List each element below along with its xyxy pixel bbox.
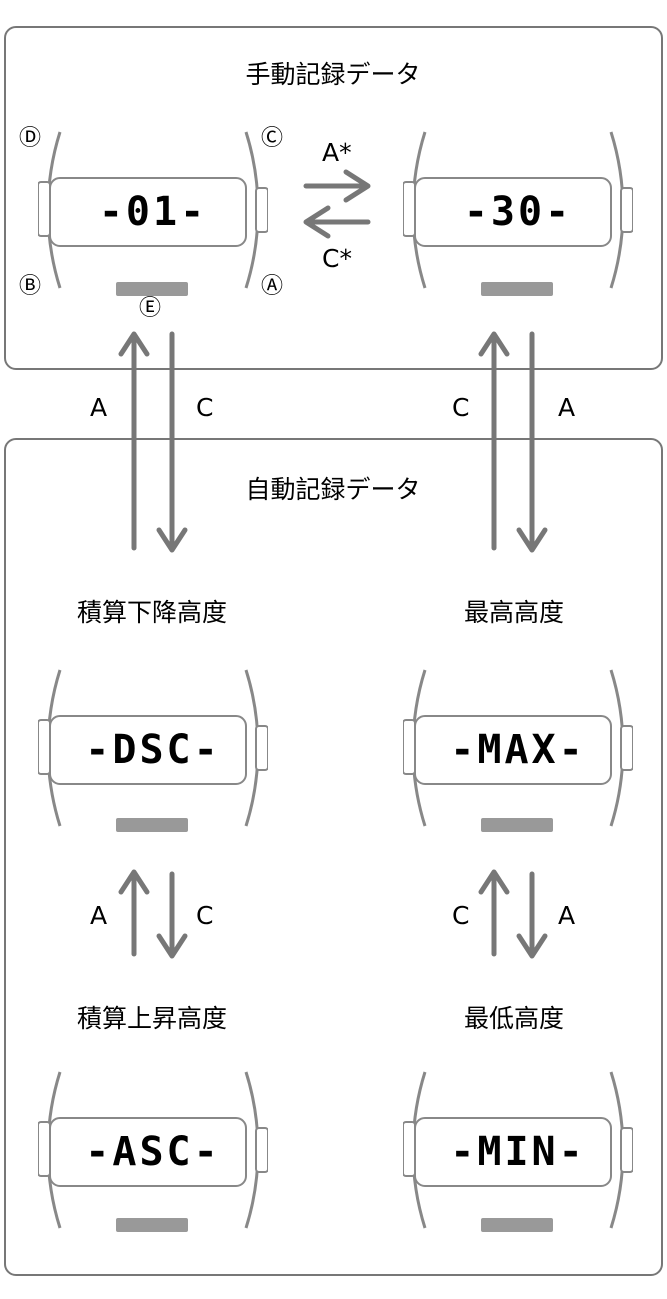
lcd-display: -MIN- (450, 1129, 586, 1175)
lcd-display: -01- (98, 189, 208, 235)
arrow-up-icon (118, 869, 150, 957)
lcd-display: -ASC- (85, 1129, 221, 1175)
button-e-label: Ⓔ (138, 296, 161, 321)
label-cumulative-descent: 積算下降高度 (76, 598, 228, 627)
lcd-display: -MAX- (450, 727, 586, 773)
watch-outline (37, 131, 269, 296)
connector-left-down-label: C (196, 393, 214, 422)
button-a-label: Ⓐ (260, 274, 283, 299)
watch-dsc: -DSC- (37, 668, 269, 838)
arrow-down-icon (156, 871, 188, 959)
right-arrow-up-label: C (452, 901, 470, 930)
watch-asc: -ASC- (37, 1070, 269, 1240)
watch-manual-right: -30- (402, 130, 634, 300)
arrow-up-icon (118, 331, 150, 551)
arrow-down-icon (516, 331, 548, 553)
label-max-altitude: 最高高度 (463, 598, 565, 627)
connector-right-down-label: A (558, 393, 576, 422)
watch-manual-left: -01- (37, 130, 269, 300)
watch-outline (402, 131, 634, 296)
lcd-display: -DSC- (85, 727, 221, 773)
watch-outline (402, 1071, 634, 1232)
right-arrow-down-label: A (558, 901, 576, 930)
watch-outline (37, 1071, 269, 1232)
watch-outline (37, 669, 269, 832)
label-min-altitude: 最低高度 (463, 1004, 565, 1033)
manual-record-title: 手動記録データ (245, 60, 421, 89)
watch-max: -MAX- (402, 668, 634, 838)
watch-min: -MIN- (402, 1070, 634, 1240)
button-c-label: Ⓒ (260, 126, 283, 151)
arrow-right-icon (303, 169, 371, 203)
arrow-up-icon (478, 331, 510, 551)
lcd-display: -30- (463, 189, 573, 235)
arrow-right-label: A* (322, 138, 352, 167)
arrow-up-icon (478, 869, 510, 957)
auto-record-title: 自動記録データ (245, 475, 421, 504)
connector-left-up-label: A (90, 393, 108, 422)
watch-outline (402, 669, 634, 832)
label-cumulative-ascent: 積算上昇高度 (76, 1004, 228, 1033)
left-arrow-up-label: A (90, 901, 108, 930)
button-d-label: Ⓓ (18, 126, 41, 151)
connector-right-up-label: C (452, 393, 470, 422)
arrow-down-icon (156, 331, 188, 553)
button-b-label: Ⓑ (18, 274, 41, 299)
arrow-left-icon (303, 205, 371, 239)
left-arrow-down-label: C (196, 901, 214, 930)
arrow-down-icon (516, 871, 548, 959)
arrow-left-label: C* (322, 244, 352, 273)
